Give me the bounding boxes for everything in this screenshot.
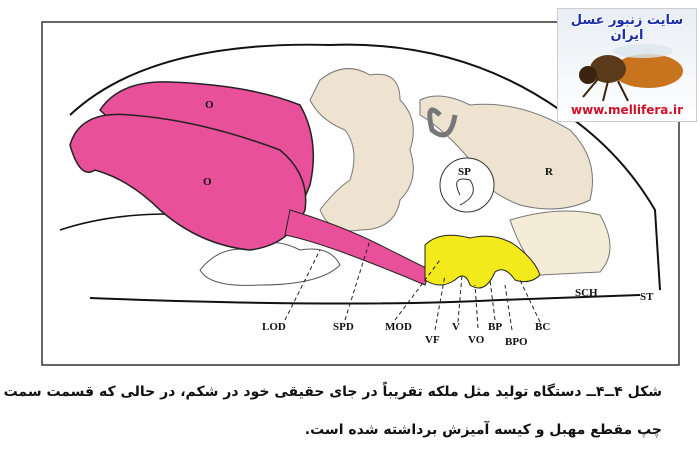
label-mod: MOD (385, 321, 412, 333)
label-bp: BP (488, 321, 502, 333)
rectum-coil (427, 107, 458, 138)
label-spermatheca: SP (458, 166, 471, 178)
label-spd: SPD (333, 321, 354, 333)
spermatheca (439, 157, 495, 213)
abdomen-outline (69, 43, 661, 305)
caption-line-1: شکل ۴ــ۴ــ دستگاه تولید مثل ملکه تقریباً… (3, 384, 662, 400)
label-bc: BC (535, 321, 550, 333)
site-logo[interactable]: سایت زنبور عسل ایران www.mellifera.ir (557, 8, 697, 122)
spermatheca-duct (456, 178, 474, 206)
label-ovary-upper: O (205, 99, 214, 111)
label-leaders (284, 239, 541, 331)
label-vf: VF (425, 334, 440, 346)
label-sch: SCH (575, 287, 598, 299)
logo-title: سایت زنبور عسل ایران (570, 13, 684, 43)
label-lod: LOD (262, 321, 286, 333)
label-bpo: BPO (505, 336, 528, 348)
intestine (309, 68, 414, 232)
label-vo: VO (468, 334, 485, 346)
bee-icon (579, 44, 683, 102)
logo-url: www.mellifera.ir (571, 103, 683, 117)
label-ovary-lower: O (203, 176, 212, 188)
label-rectum: R (545, 166, 554, 178)
caption-line-2: چپ مقطع مهبل و کیسه آمیزش برداشته شده اس… (304, 422, 662, 438)
oviduct (284, 209, 431, 286)
label-v: V (452, 321, 460, 333)
bursa-copulatrix (424, 234, 541, 289)
label-st: ST (640, 291, 654, 303)
